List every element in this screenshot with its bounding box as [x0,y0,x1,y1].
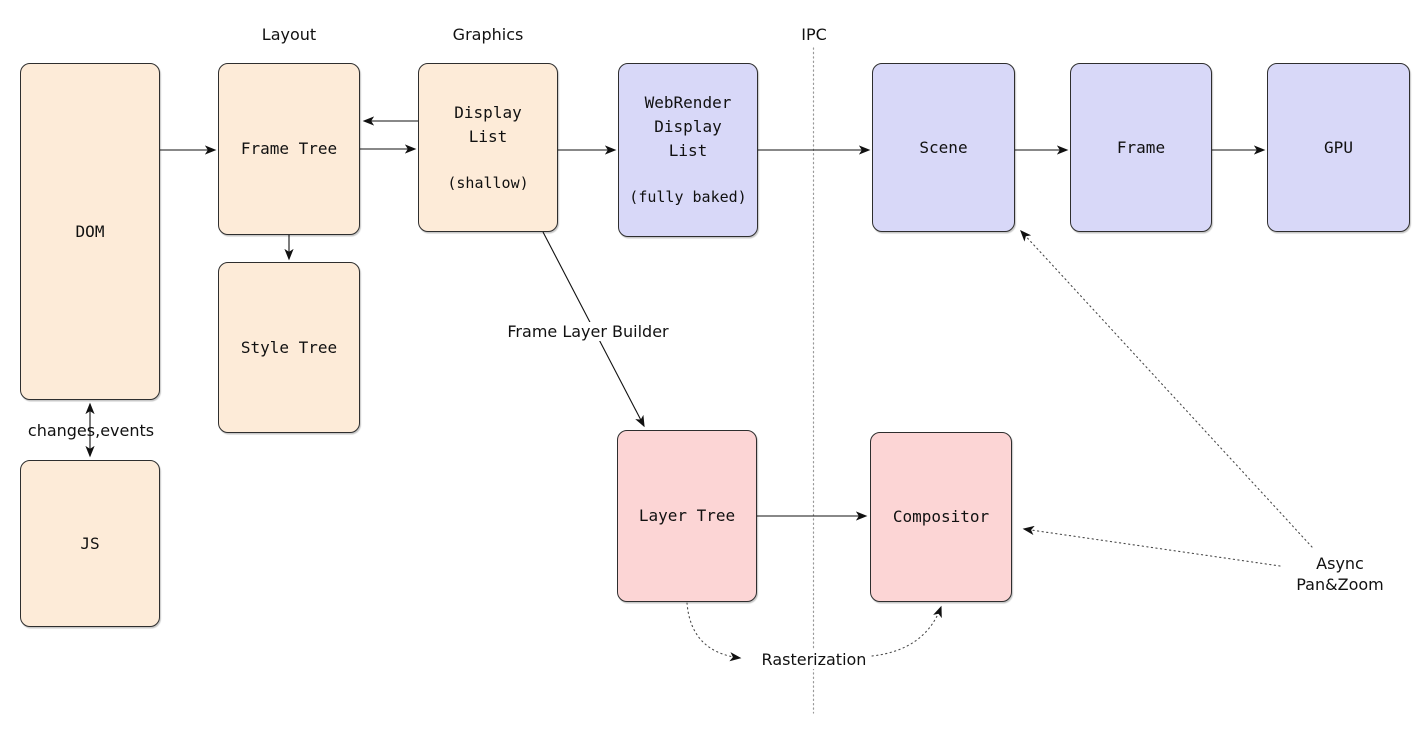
box-compositor-label: Compositor [892,507,990,526]
box-gpu-label: GPU [1324,137,1353,157]
label-async-line2: Pan&Zoom [1296,575,1384,594]
box-frame-label: Frame [1116,137,1166,157]
label-layout: Layout [261,25,317,44]
box-dom-label: DOM [75,221,105,241]
box-webrender-display-list-line3: List [668,141,708,160]
label-ipc: IPC [801,25,827,44]
box-webrender-display-list-line2: Display [654,117,722,136]
label-graphics: Graphics [452,25,524,44]
box-frame: Frame [1070,63,1212,232]
arrow-layer-tree-to-rasterization [686,602,742,662]
box-style-tree: Style Tree [218,262,360,433]
box-scene: Scene [872,63,1015,232]
box-dom: DOM [20,63,160,400]
box-layer-tree: Layer Tree [617,430,757,602]
box-js-label: JS [80,533,100,553]
box-compositor: Compositor [870,432,1012,602]
box-layer-tree-label: Layer Tree [638,506,736,525]
box-frame-tree: Frame Tree [218,63,360,235]
label-changes-events: changes,events [27,421,155,440]
box-js: JS [20,460,160,627]
box-display-list: Display List (shallow) [418,63,558,232]
box-webrender-display-list-note: (fully baked) [629,188,747,206]
label-rasterization: Rasterization [757,650,871,669]
box-scene-label: Scene [919,137,968,157]
box-gpu: GPU [1267,63,1410,232]
label-async-pan-zoom: Async Pan&Zoom [1270,553,1410,595]
label-frame-layer-builder: Frame Layer Builder [498,322,678,341]
box-display-list-line2: List [468,126,508,146]
label-async-line1: Async [1316,554,1364,573]
box-webrender-display-list: WebRender Display List (fully baked) [618,63,758,237]
arrow-rasterization-to-compositor [871,605,942,657]
box-display-list-line1: Display [454,102,522,122]
box-display-list-note: (shallow) [447,173,529,192]
box-style-tree-label: Style Tree [240,337,338,357]
box-webrender-display-list-line1: WebRender [644,93,732,112]
arrow-async-panzoom-to-compositor [1022,525,1281,567]
box-frame-tree-label: Frame Tree [240,139,338,158]
arrow-async-panzoom-to-scene [1020,229,1313,548]
